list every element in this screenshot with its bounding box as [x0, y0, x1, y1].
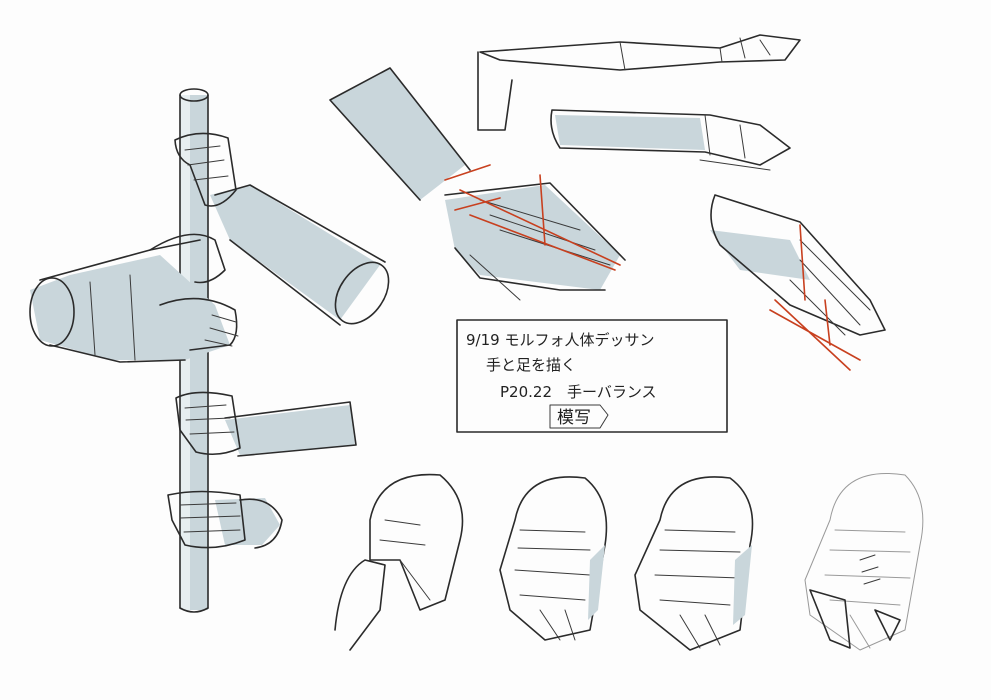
pole-top	[179, 88, 209, 102]
hand-study-3	[634, 476, 754, 651]
middle-arm-drawing	[175, 391, 357, 457]
stamp-frame	[549, 404, 609, 429]
note-line-2: 手と足を描く	[486, 356, 576, 374]
study-note: 9/19 モルフォ人体デッサン 手と足を描く P20.22 手ーバランス 模写	[456, 319, 728, 433]
pole-bottom	[179, 607, 209, 613]
hand-study-2	[499, 476, 608, 641]
hand-construction-study	[710, 194, 886, 371]
note-frame	[456, 319, 728, 433]
note-stamp: 模写	[557, 408, 591, 428]
note-line-3: P20.22 手ーバランス	[500, 383, 657, 401]
hand-study-1	[334, 473, 464, 651]
note-line-1: 9/19 モルフォ人体デッサン	[466, 331, 654, 349]
side-arm-studies	[477, 34, 801, 171]
hand-study-4	[804, 473, 924, 651]
top-arm-drawing	[174, 132, 390, 326]
pole-study	[29, 88, 390, 613]
lower-hand-drawing	[167, 490, 283, 549]
left-arm-drawing	[29, 233, 239, 363]
wrist-construction-study	[329, 67, 626, 301]
